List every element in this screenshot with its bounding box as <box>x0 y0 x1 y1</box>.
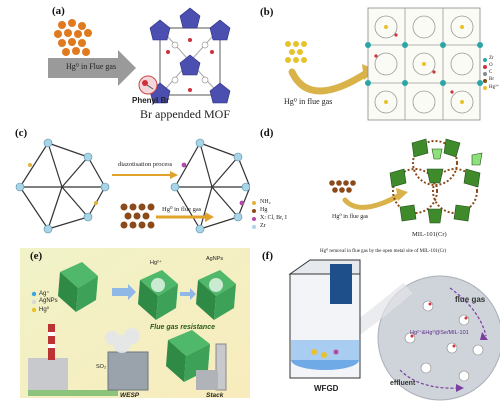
stack-label: Stack <box>206 392 224 399</box>
panel-f-figure <box>288 259 500 401</box>
legend-d-zr: Zr <box>260 223 266 229</box>
panel-label-a: (a) <box>52 5 65 17</box>
br-mof-structure <box>149 7 231 104</box>
phenyl-br-icon <box>138 75 158 95</box>
curved-arrow <box>288 68 372 95</box>
legend-d <box>252 201 256 229</box>
panel-b-figure <box>285 7 487 121</box>
octahedron-before <box>19 142 106 230</box>
panel-e-figure <box>20 248 250 398</box>
effluent-label: effluent <box>390 380 416 387</box>
br-mof-caption: Br appended MOF <box>140 107 230 121</box>
flue-gas-label-b: Hg⁰ in flue gas <box>284 97 333 106</box>
panel-label-d: (d) <box>260 127 274 139</box>
panel-label-e: (e) <box>30 250 43 262</box>
agnps-label: AgNPs <box>206 256 224 262</box>
legend-b-zr: Zr <box>489 56 494 61</box>
panel-d: (d) <box>250 125 500 240</box>
stack-icon <box>196 343 227 391</box>
legend-b-o: O <box>489 63 493 68</box>
legend-e-hg: Hg⁰ <box>39 307 50 313</box>
diazotisation-label: diazotisation process <box>118 161 173 168</box>
power-plant-icon <box>28 324 118 396</box>
panel-c-figure <box>15 138 250 234</box>
hg2-label: Hg²⁺ <box>150 260 162 266</box>
hg-particle-cluster <box>54 19 92 56</box>
panel-a-figure <box>48 7 231 104</box>
panel-f: (f) Hg⁰ removal in flue gas by the open … <box>250 240 500 406</box>
flue-gas-resistance-label: Flue gas resistance <box>150 324 215 331</box>
hg-particle-cluster <box>329 180 356 193</box>
mof-pore-circle <box>377 275 500 401</box>
mil101-caption: MIL-101(Cr) <box>412 231 447 238</box>
mil101-structure <box>389 138 483 224</box>
panel-e: (e) Ag⁺ AgNPs Hg⁰ AgNPs Hg²⁺ Flue gas re… <box>0 240 250 406</box>
panel-a: (a) <box>0 0 250 125</box>
legend-b <box>483 58 487 90</box>
panel-label-c: (c) <box>15 127 28 139</box>
legend-d-nh2: NH₂ <box>260 199 271 205</box>
flue-gas-arrow-label: Hg⁰ in Flue gas <box>66 62 117 71</box>
panel-label-b: (b) <box>260 6 274 18</box>
panel-label-f: (f) <box>262 250 273 262</box>
panel-f-title: Hg⁰ removal in flue gas by the open meta… <box>320 249 447 254</box>
wfgd-label: WFGD <box>314 384 339 393</box>
legend-e-ag: Ag⁺ <box>39 291 50 297</box>
legend-e-agnps: AgNPs <box>39 298 58 304</box>
panel-b: (b) <box>250 0 500 125</box>
wesp-label: WESP <box>120 392 140 399</box>
panel-d-figure <box>252 138 483 229</box>
legend-e <box>31 291 37 313</box>
resistance-cube <box>166 330 210 382</box>
panel-c: (c) <box>0 125 250 240</box>
phenyl-br-label: Phenyl Br <box>132 96 170 105</box>
flue-gas-label-d: Hg⁰ in flue gas <box>332 214 369 220</box>
flue-gas-label-c: Hg⁰ in flue gas <box>162 206 202 213</box>
legend-b-br: Br <box>489 77 494 82</box>
legend-b-hg: Hg²⁺ <box>489 85 500 90</box>
reaction-label: Hg²⁺&Hg⁰@Se/MIL-101 <box>410 330 469 336</box>
legend-d-halide: X: Cl, Br, I <box>260 215 287 221</box>
flue-gas-arrow <box>48 50 136 86</box>
wfgd-tower <box>288 259 361 379</box>
so2-label: SO₂ <box>96 364 107 370</box>
hg-particle-cluster <box>285 41 307 63</box>
mof-lattice <box>365 7 483 121</box>
wesp-unit <box>107 351 149 391</box>
mof-cube-3 <box>196 270 236 320</box>
hg-particle-cluster <box>120 203 155 229</box>
flue-gas-label-f: flue gas <box>455 295 486 304</box>
legend-b-c: C <box>489 70 493 75</box>
mof-cube-2 <box>138 270 178 320</box>
legend-d-hg: Hg <box>260 207 268 213</box>
mof-cube-1 <box>58 262 98 312</box>
